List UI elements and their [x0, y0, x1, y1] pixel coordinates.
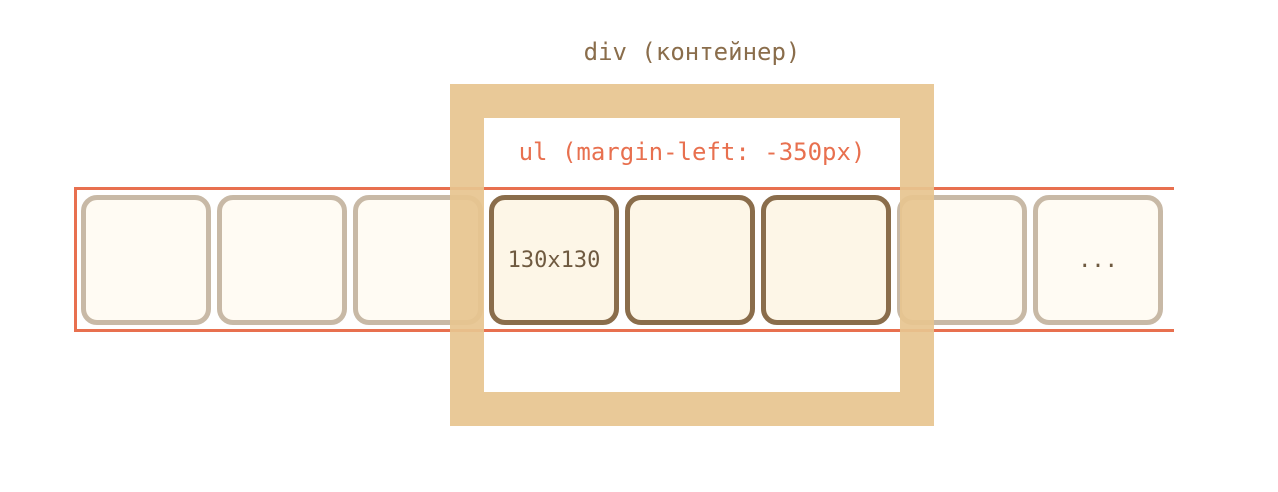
list-label: ul (margin-left: -350px) [518, 138, 866, 166]
container-label: div (контейнер) [583, 38, 801, 66]
list-cell-4: 130x130 [489, 195, 619, 325]
list-cell-2 [217, 195, 347, 325]
list-cell-8: ... [1033, 195, 1163, 325]
list-cell-1 [81, 195, 211, 325]
list-cell-6 [761, 195, 891, 325]
list-frame [74, 187, 1174, 332]
list-cell-5 [625, 195, 755, 325]
container-frame [450, 84, 934, 426]
